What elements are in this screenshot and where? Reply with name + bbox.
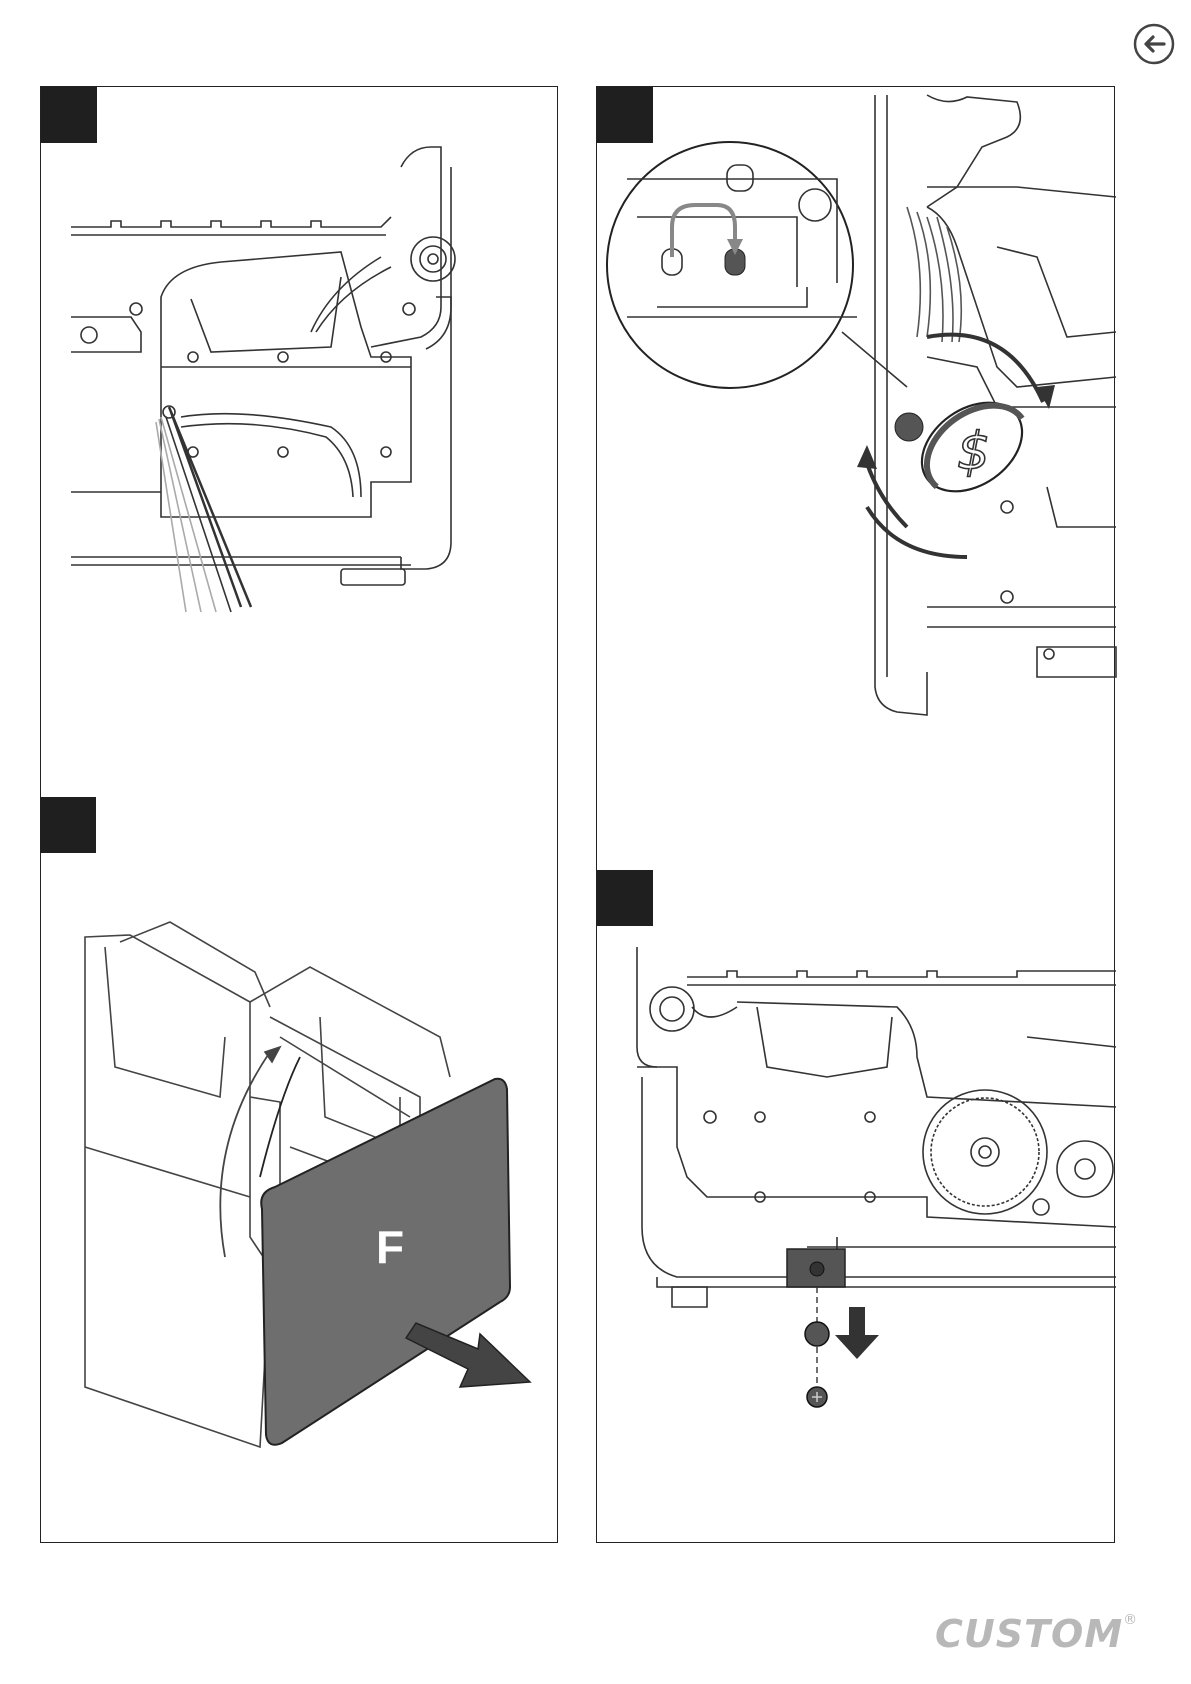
cover-label: F	[370, 1222, 410, 1272]
coin-dollar-icon: $	[957, 422, 990, 482]
coin-rotate-illustration: $	[597, 87, 1116, 727]
arrow-down-icon	[835, 1307, 879, 1359]
arrow-left-circle-icon	[1132, 22, 1176, 66]
remove-screw-illustration	[597, 947, 1116, 1527]
panel-left-bottom: F	[40, 797, 558, 1543]
remove-cover-illustration	[40, 797, 558, 1543]
pull-arrow	[406, 1323, 530, 1387]
back-button[interactable]	[1132, 22, 1176, 66]
panel-right: $	[596, 86, 1115, 1543]
step-badge-4	[597, 870, 653, 926]
cable-routing-illustration	[41, 87, 559, 687]
brand-logo: CUSTOM®	[935, 1612, 1138, 1656]
